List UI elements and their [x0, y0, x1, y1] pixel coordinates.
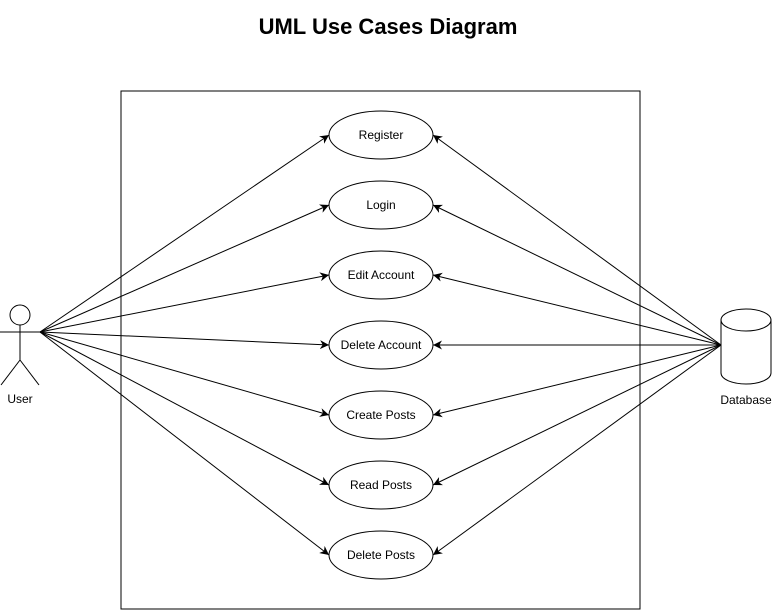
use-case-ellipse: [328, 460, 434, 510]
user-actor-right-leg: [19, 359, 40, 386]
use-case-label: Read Posts: [350, 478, 412, 492]
association-user-delete-posts: [39, 331, 330, 556]
association-user-edit-account: [39, 272, 330, 333]
use-case-ellipse: [328, 110, 434, 160]
association-user-register: [39, 134, 330, 333]
use-case-ellipse: [328, 320, 434, 370]
use-case-login: Login: [328, 180, 434, 230]
use-case-ellipse: [328, 180, 434, 230]
use-case-ellipse: [328, 530, 434, 580]
database-cylinder-top: [720, 308, 772, 332]
database-actor: Database: [720, 308, 772, 407]
use-case-label: Delete Account: [341, 338, 422, 352]
use-case-delete-account: Delete Account: [328, 320, 434, 370]
association-database-register: [432, 134, 722, 346]
user-actor-left-leg: [0, 359, 21, 386]
association-database-login: [432, 204, 722, 346]
association-user-read-posts: [39, 331, 330, 486]
diagram-title: UML Use Cases Diagram: [258, 14, 518, 39]
association-user-delete-account: [39, 331, 330, 350]
database-actor-label: Database: [720, 393, 772, 407]
use-case-label: Edit Account: [348, 268, 415, 282]
use-case-ellipse: [328, 390, 434, 440]
association-user-login: [39, 204, 330, 333]
associations: [39, 134, 722, 556]
use-case-register: Register: [328, 110, 434, 160]
user-actor: User: [0, 304, 40, 406]
use-case-delete-posts: Delete Posts: [328, 530, 434, 580]
association-database-read-posts: [432, 344, 722, 486]
use-case-label: Create Posts: [346, 408, 415, 422]
association-database-create-posts: [432, 344, 722, 418]
use-case-create-posts: Create Posts: [328, 390, 434, 440]
use-case-label: Delete Posts: [347, 548, 415, 562]
association-database-delete-posts: [432, 344, 722, 556]
system-boundary: [120, 90, 641, 610]
use-case-read-posts: Read Posts: [328, 460, 434, 510]
association-user-create-posts: [39, 331, 330, 417]
use-case-label: Login: [366, 198, 395, 212]
user-actor-head: [9, 304, 31, 326]
association-database-edit-account: [432, 272, 722, 346]
use-case-label: Register: [359, 128, 404, 142]
use-case-ellipse: [328, 250, 434, 300]
user-actor-label: User: [7, 392, 32, 406]
use-case-edit-account: Edit Account: [328, 250, 434, 300]
database-cylinder-body: [720, 320, 772, 385]
